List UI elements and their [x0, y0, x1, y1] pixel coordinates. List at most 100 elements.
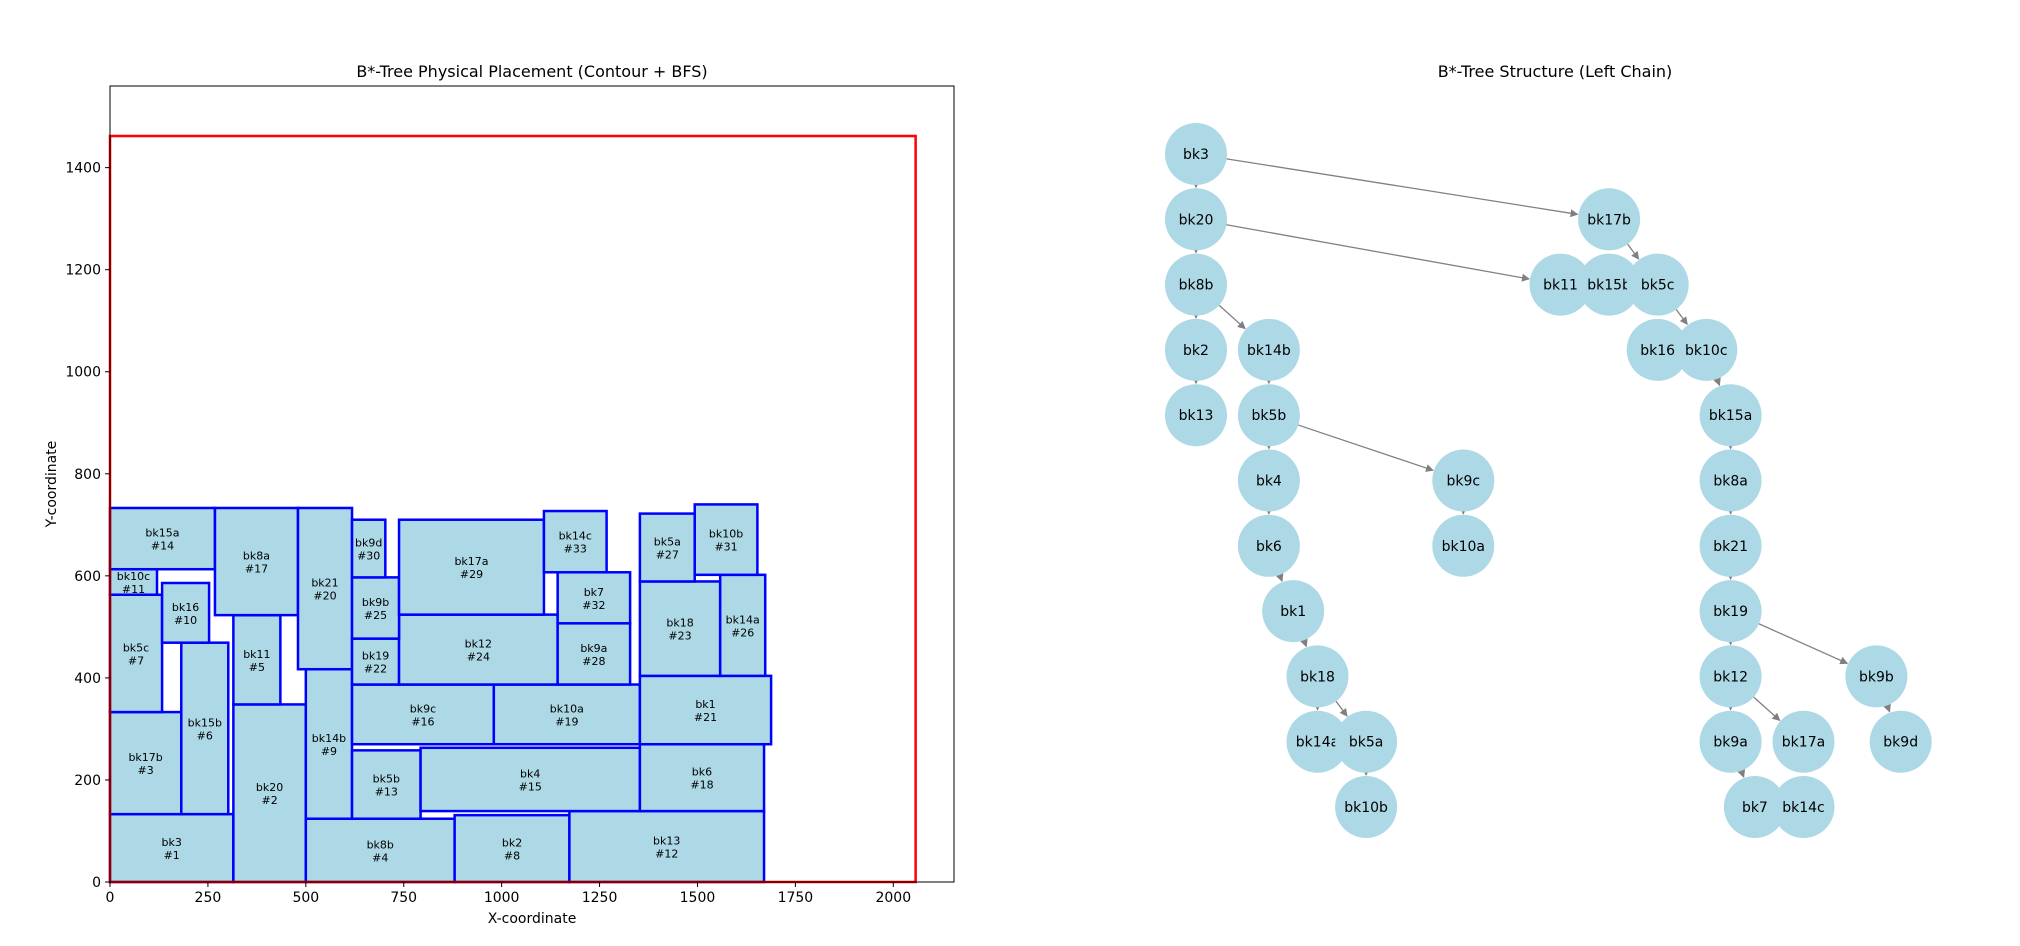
x-tick-label: 1000 — [484, 890, 520, 906]
block-name-label: bk6 — [692, 766, 712, 779]
block-name-label: bk3 — [162, 836, 182, 849]
block-rect — [556, 622, 632, 686]
block-rect — [638, 742, 766, 813]
block-rect — [108, 593, 164, 714]
tree-node-label: bk13 — [1179, 408, 1214, 424]
block-order-label: #21 — [694, 711, 717, 724]
x-axis-label: X-coordinate — [488, 911, 577, 927]
tree-node-label: bk10b — [1344, 800, 1388, 816]
tree-node-label: bk20 — [1179, 212, 1214, 228]
tree-node-circle — [1699, 514, 1762, 577]
y-tick-label: 600 — [74, 569, 101, 585]
tree-node-circle — [1165, 318, 1227, 381]
block-bk20: bk20#2 — [232, 703, 308, 884]
block-rect — [213, 506, 300, 617]
tree-node-label: bk15a — [1709, 408, 1752, 424]
tree-edge — [1753, 696, 1781, 722]
tree-node-label: bk14b — [1247, 343, 1291, 359]
tree-node-label: bk7 — [1742, 800, 1768, 816]
block-name-label: bk11 — [243, 648, 270, 661]
tree-node-circle — [1699, 384, 1762, 447]
tree-node-label: bk16 — [1640, 343, 1675, 359]
block-bk4: bk4#15 — [419, 746, 642, 813]
block-order-label: #31 — [714, 541, 737, 554]
tree-edges — [1192, 158, 1891, 778]
tree-node-circle — [1286, 710, 1349, 773]
tree-node-label: bk9b — [1859, 669, 1894, 685]
placement-title: B*-Tree Physical Placement (Contour + BF… — [356, 62, 707, 81]
tree-edge — [1226, 224, 1530, 282]
tree-edge — [1713, 377, 1721, 387]
block-order-label: #19 — [555, 715, 578, 728]
block-rect — [350, 518, 387, 579]
block-rect — [108, 567, 159, 596]
tree-node-circle — [1772, 710, 1835, 773]
block-bk3: bk3#1 — [108, 812, 235, 884]
block-order-label: #22 — [364, 663, 387, 676]
x-tick-label: 2000 — [875, 890, 911, 906]
block-name-label: bk8b — [367, 838, 394, 851]
tree-node-label: bk1 — [1280, 604, 1306, 620]
tree-node-bk11: bk11 — [1529, 253, 1592, 316]
block-rect — [397, 518, 546, 616]
block-rect — [296, 506, 354, 671]
block-order-label: #7 — [128, 654, 144, 667]
tree-node-bk2: bk2 — [1165, 318, 1227, 381]
tree-node-label: bk9a — [1713, 735, 1747, 751]
block-order-label: #9 — [321, 745, 337, 758]
block-bk5b: bk5b#13 — [350, 749, 422, 820]
block-bk6: bk6#18 — [638, 742, 766, 813]
block-rect — [350, 576, 401, 640]
block-name-label: bk4 — [520, 767, 540, 780]
tree-node-label: bk10a — [1442, 539, 1485, 555]
block-name-label: bk5a — [654, 536, 681, 549]
block-name-label: bk19 — [362, 650, 389, 663]
block-bk8b: bk8b#4 — [304, 817, 456, 884]
block-order-label: #24 — [467, 651, 490, 664]
tree-node-circle — [1432, 514, 1495, 577]
tree-edge — [1627, 243, 1640, 260]
tree-node-circle — [1237, 514, 1300, 577]
block-bk12: bk12#24 — [397, 613, 559, 686]
block-bk15b: bk15b#6 — [180, 641, 230, 816]
block-order-label: #28 — [582, 655, 605, 668]
tree-node-bk8a: bk8a — [1699, 449, 1762, 512]
block-bk10c: bk10c#11 — [108, 567, 159, 596]
tree-node-bk14c: bk14c — [1772, 776, 1835, 838]
block-name-label: bk17b — [128, 751, 162, 764]
block-order-label: #3 — [138, 764, 154, 777]
block-name-label: bk18 — [666, 617, 693, 630]
block-bk10a: bk10a#19 — [492, 683, 642, 746]
tree-node-circle — [1165, 123, 1227, 185]
block-rect — [453, 813, 571, 884]
tree-node-label: bk4 — [1256, 474, 1282, 490]
block-order-label: #26 — [731, 626, 754, 639]
tree-node-circle — [1578, 253, 1641, 316]
tree-node-circle — [1626, 318, 1689, 381]
block-name-label: bk1 — [695, 698, 715, 711]
tree-node-bk10b: bk10b — [1335, 776, 1398, 838]
block-bk13: bk13#12 — [568, 809, 766, 884]
block-rect — [638, 512, 696, 583]
block-order-label: #30 — [357, 550, 380, 563]
block-name-label: bk7 — [584, 586, 604, 599]
block-order-label: #32 — [582, 599, 605, 612]
block-name-label: bk20 — [256, 781, 283, 794]
tree-node-bk20: bk20 — [1165, 188, 1227, 251]
tree-node-label: bk5a — [1349, 735, 1383, 751]
block-order-label: #10 — [174, 614, 197, 627]
tree-edge — [1675, 309, 1688, 326]
block-bk21: bk21#20 — [296, 506, 354, 671]
tree-node-circle — [1699, 449, 1762, 512]
block-bk5a: bk5a#27 — [638, 512, 696, 583]
y-tick-label: 800 — [74, 467, 101, 483]
block-rect — [542, 509, 608, 574]
block-order-label: #12 — [655, 848, 678, 861]
tree-node-label: bk10c — [1685, 343, 1728, 359]
block-bk5c: bk5c#7 — [108, 593, 164, 714]
placement-plot-area: bk3#1bk20#2bk17b#3bk8b#4bk11#5bk15b#6bk5… — [108, 134, 917, 884]
block-bk9c: bk9c#16 — [350, 683, 496, 746]
tree-edge — [1298, 424, 1434, 472]
